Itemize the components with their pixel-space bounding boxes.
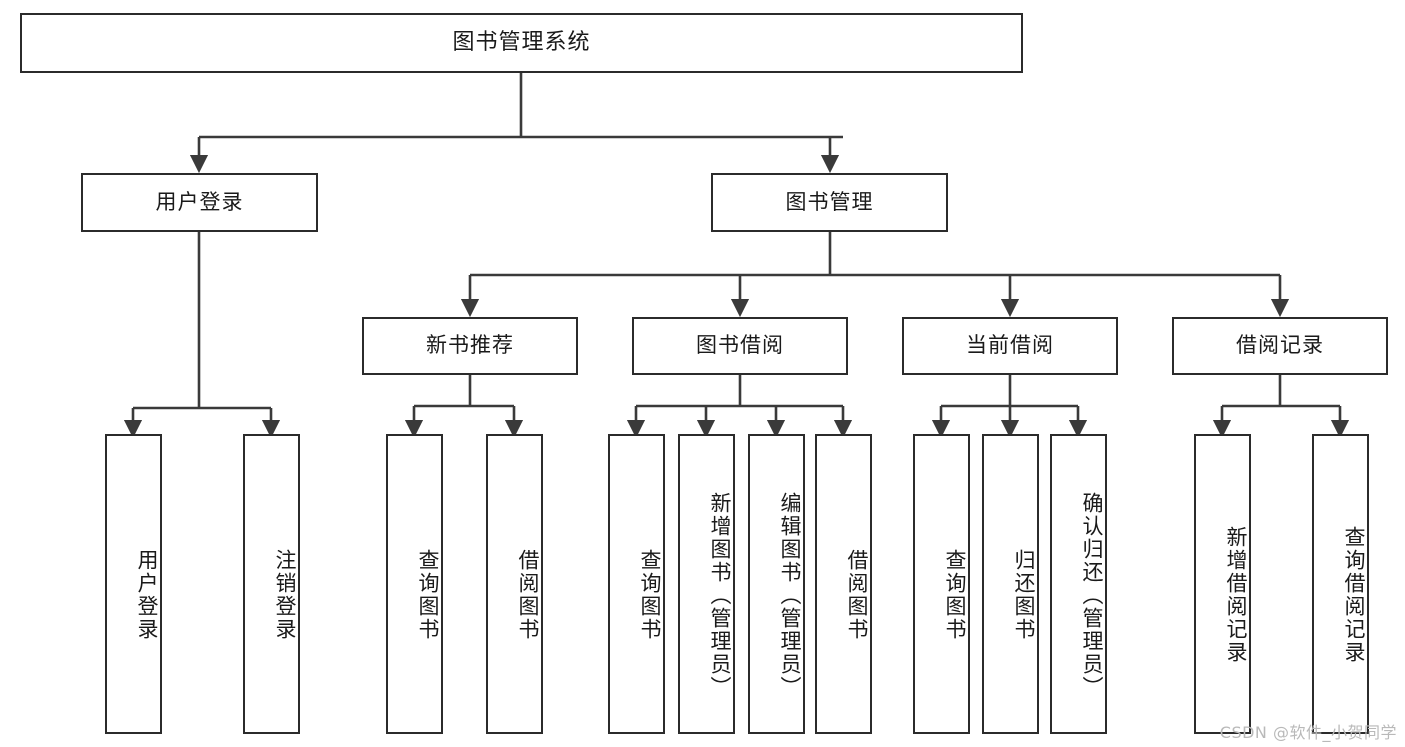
leaf-borrow-book-newbook[interactable]: 借阅图书 xyxy=(486,434,543,734)
leaf-query-book-current-label: 查询图书 xyxy=(943,549,967,641)
leaf-confirm-return-admin-label: 确认归还（管理员） xyxy=(1080,491,1104,699)
node-borrow-records-label: 借阅记录 xyxy=(1236,333,1324,358)
leaf-edit-book-admin-label: 编辑图书（管理员） xyxy=(778,491,802,699)
node-new-book-recommend-label: 新书推荐 xyxy=(426,333,514,358)
node-book-management[interactable]: 图书管理 xyxy=(711,173,948,232)
leaf-query-book-borrow-label: 查询图书 xyxy=(638,549,662,641)
node-root[interactable]: 图书管理系统 xyxy=(20,13,1023,73)
leaf-query-borrow-record-label: 查询借阅记录 xyxy=(1342,526,1366,664)
node-borrow-records[interactable]: 借阅记录 xyxy=(1172,317,1388,375)
leaf-query-book-newbook[interactable]: 查询图书 xyxy=(386,434,443,734)
leaf-add-book-admin-label: 新增图书（管理员） xyxy=(708,491,732,699)
node-current-borrow[interactable]: 当前借阅 xyxy=(902,317,1118,375)
leaf-add-borrow-record-label: 新增借阅记录 xyxy=(1224,526,1248,664)
node-current-borrow-label: 当前借阅 xyxy=(966,333,1054,358)
node-user-login-label: 用户登录 xyxy=(155,189,244,214)
node-user-login[interactable]: 用户登录 xyxy=(81,173,318,232)
leaf-borrow-book-label: 借阅图书 xyxy=(845,549,869,641)
leaf-borrow-book-newbook-label: 借阅图书 xyxy=(516,549,540,641)
csdn-watermark: CSDN @软件_小贺同学 xyxy=(1219,723,1397,742)
leaf-add-borrow-record[interactable]: 新增借阅记录 xyxy=(1194,434,1251,734)
node-book-borrow[interactable]: 图书借阅 xyxy=(632,317,848,375)
leaf-return-book-label: 归还图书 xyxy=(1012,549,1036,641)
leaf-edit-book-admin[interactable]: 编辑图书（管理员） xyxy=(748,434,805,734)
leaf-logout[interactable]: 注销登录 xyxy=(243,434,300,734)
leaf-user-login[interactable]: 用户登录 xyxy=(105,434,162,734)
leaf-add-book-admin[interactable]: 新增图书（管理员） xyxy=(678,434,735,734)
leaf-query-borrow-record[interactable]: 查询借阅记录 xyxy=(1312,434,1369,734)
node-new-book-recommend[interactable]: 新书推荐 xyxy=(362,317,578,375)
leaf-query-book-newbook-label: 查询图书 xyxy=(416,549,440,641)
leaf-query-book-current[interactable]: 查询图书 xyxy=(913,434,970,734)
leaf-user-login-label: 用户登录 xyxy=(135,549,159,641)
leaf-confirm-return-admin[interactable]: 确认归还（管理员） xyxy=(1050,434,1107,734)
leaf-return-book[interactable]: 归还图书 xyxy=(982,434,1039,734)
node-book-management-label: 图书管理 xyxy=(785,189,874,214)
leaf-logout-label: 注销登录 xyxy=(273,549,297,641)
node-root-label: 图书管理系统 xyxy=(452,29,591,55)
node-book-borrow-label: 图书借阅 xyxy=(696,333,784,358)
leaf-query-book-borrow[interactable]: 查询图书 xyxy=(608,434,665,734)
leaf-borrow-book[interactable]: 借阅图书 xyxy=(815,434,872,734)
